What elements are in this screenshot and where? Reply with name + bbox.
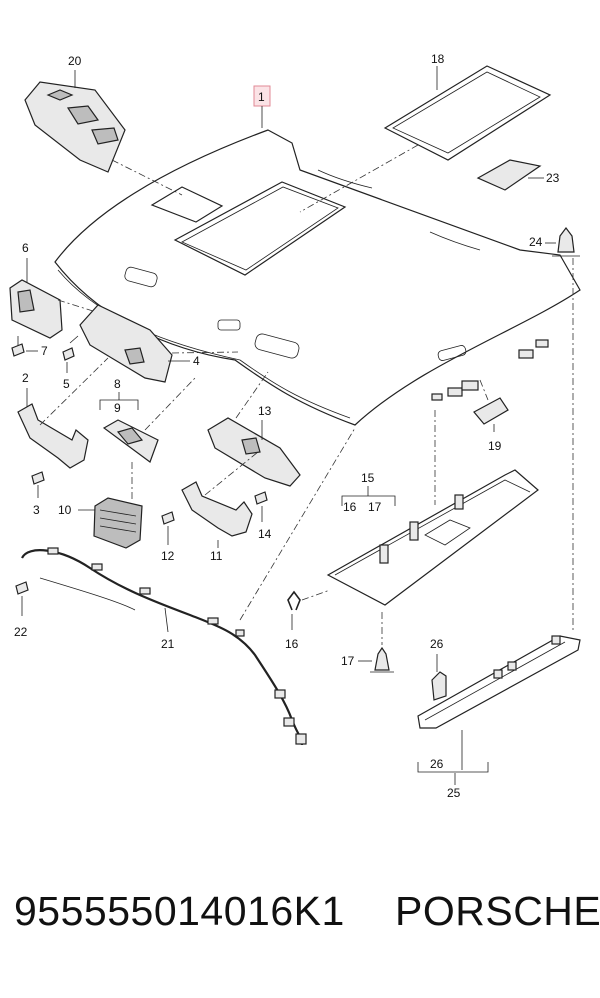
callout-15-16: 16	[343, 500, 357, 514]
callout-20: 20	[68, 54, 82, 68]
callout-2: 2	[22, 371, 29, 385]
callout-22: 22	[14, 625, 28, 639]
callout-15-17: 17	[368, 500, 382, 514]
callout-21: 21	[161, 637, 175, 651]
screw-14	[254, 491, 268, 505]
screw-5	[62, 347, 75, 361]
callout-11: 11	[210, 549, 223, 563]
callout-6: 6	[22, 241, 29, 255]
callout-25: 25	[447, 786, 461, 800]
callout-18: 18	[431, 52, 445, 66]
callout-8: 8	[114, 377, 121, 391]
callout-7: 7	[41, 344, 48, 358]
wiring-harness-21	[21, 547, 307, 746]
callout-15: 15	[361, 471, 375, 485]
clip-17	[374, 646, 390, 671]
screw-12	[161, 511, 175, 525]
bracket-4	[79, 304, 173, 383]
clip-19	[473, 397, 509, 425]
trim-panel-15	[326, 469, 539, 606]
sunroof-seal-18	[383, 65, 552, 161]
callout-26-top: 26	[430, 637, 444, 651]
callout-12: 12	[161, 549, 175, 563]
rail-25	[417, 635, 581, 729]
overhead-console-20	[24, 81, 126, 173]
reading-lamp-10	[93, 497, 143, 549]
clip-24	[557, 227, 575, 253]
callout-19: 19	[488, 439, 502, 453]
callout-1: 1	[258, 90, 265, 104]
callout-23: 23	[546, 171, 560, 185]
callout-13: 13	[258, 404, 272, 418]
clip-16	[287, 590, 301, 611]
headliner-panel	[54, 129, 581, 426]
callout-4: 4	[193, 354, 200, 368]
callout-24: 24	[529, 235, 543, 249]
footer: 955555014016K1 PORSCHE	[0, 888, 600, 968]
callout-17: 17	[341, 654, 355, 668]
callout-9: 9	[114, 401, 121, 415]
sunroof-opening	[173, 181, 347, 276]
bracket-6	[9, 279, 63, 339]
front-cutout	[150, 186, 224, 223]
callout-16: 16	[285, 637, 299, 651]
grab-handle-11	[181, 481, 253, 537]
exploded-parts-diagram: 1 20 18 23 24 6 7 4 5	[9, 52, 581, 800]
screw-22	[15, 581, 29, 595]
callout-3: 3	[33, 503, 40, 517]
grab-handle-2	[17, 403, 89, 469]
callout-26-bottom: 26	[430, 757, 444, 771]
clip-26	[431, 671, 447, 701]
screw-7	[11, 336, 25, 357]
callout-14: 14	[258, 527, 272, 541]
callout-5: 5	[63, 377, 70, 391]
callout-10: 10	[58, 503, 72, 517]
screw-3	[31, 471, 45, 485]
cover-23	[476, 159, 542, 191]
brand-name: PORSCHE	[395, 888, 600, 934]
part-number: 955555014016K1	[14, 888, 345, 934]
